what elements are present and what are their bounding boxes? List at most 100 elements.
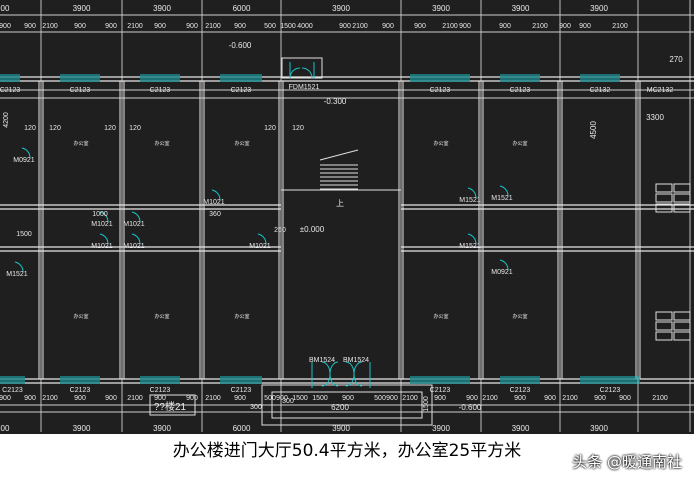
window-label-top: C2123 bbox=[231, 87, 252, 94]
bottom-axis-dim: 3900 bbox=[332, 424, 350, 433]
floor-plan-drawing: 3900390039006000390039003900390039003900… bbox=[0, 0, 694, 434]
window-label-bottom: C2123 bbox=[600, 387, 621, 394]
bottom-sub-dim: 900 bbox=[105, 395, 117, 402]
door-label: M1521 bbox=[491, 195, 513, 202]
bottom-sub-dim: 900 bbox=[342, 395, 354, 402]
right-dim: 4500 bbox=[589, 121, 598, 139]
top-sub-dim: 900 bbox=[24, 23, 36, 30]
top-axis-dim: 6000 bbox=[233, 4, 251, 13]
room-label: 办公室 bbox=[433, 140, 448, 147]
top-sub-dim: 900 bbox=[559, 23, 571, 30]
bottom-door-label: BM1524 bbox=[343, 357, 369, 364]
right-dim: 270 bbox=[669, 55, 683, 64]
stair-break bbox=[319, 149, 359, 161]
level-mark: -0.300 bbox=[324, 97, 347, 106]
top-sub-dim: 2100 bbox=[612, 23, 628, 30]
door-swing-icon bbox=[257, 233, 267, 245]
top-sub-dim: 900 bbox=[154, 23, 166, 30]
top-sub-dim: 900 bbox=[382, 23, 394, 30]
bottom-sub-dim: 2100 bbox=[482, 395, 498, 402]
top-axis-dim: 3900 bbox=[512, 4, 530, 13]
bottom-sub-dim: 900 bbox=[466, 395, 478, 402]
entrance-steps bbox=[261, 384, 433, 426]
furniture bbox=[673, 331, 691, 341]
furniture bbox=[673, 311, 691, 321]
window-label-top: C2123 bbox=[70, 87, 91, 94]
top-axis-dim: 3900 bbox=[332, 4, 350, 13]
bottom-door-label: BM1524 bbox=[309, 357, 335, 364]
wall-dim: 120 bbox=[264, 125, 276, 132]
top-axis-dim: 3900 bbox=[432, 4, 450, 13]
bottom-sub-dim: 900 bbox=[514, 395, 526, 402]
wall-dim: 1500 bbox=[16, 231, 32, 238]
door-label: M1021 bbox=[249, 243, 271, 250]
step-dim: 300 bbox=[282, 398, 294, 405]
door-swing-icon bbox=[467, 233, 477, 245]
bottom-sub-dim: 2100 bbox=[652, 395, 668, 402]
furniture bbox=[655, 311, 673, 321]
top-sub-dim: 500 bbox=[264, 23, 276, 30]
bottom-sub-dim: 1500 bbox=[312, 395, 328, 402]
top-axis-dim: 3900 bbox=[153, 4, 171, 13]
door-swing-icon bbox=[21, 147, 31, 159]
window-label-bottom: C2123 bbox=[430, 387, 451, 394]
window-label-bottom: C2123 bbox=[231, 387, 252, 394]
bottom-axis-dim: 3900 bbox=[73, 424, 91, 433]
bottom-sub-dim: 2100 bbox=[562, 395, 578, 402]
top-sub-dim: 2100 bbox=[352, 23, 368, 30]
bottom-sub-dim: 900 bbox=[234, 395, 246, 402]
wall-dim: 120 bbox=[49, 125, 61, 132]
top-sub-dim: 4000 bbox=[297, 23, 313, 30]
bottom-sub-dim: 2100 bbox=[205, 395, 221, 402]
entrance-steps bbox=[271, 391, 423, 419]
door-swing-icon bbox=[131, 211, 141, 223]
door-swing-icon bbox=[14, 261, 24, 273]
bottom-sub-dim: 2100 bbox=[127, 395, 143, 402]
furniture bbox=[655, 193, 673, 203]
door-label: M1021 bbox=[123, 221, 145, 228]
furniture bbox=[673, 183, 691, 193]
window-label-bottom: C2123 bbox=[70, 387, 91, 394]
furniture bbox=[655, 183, 673, 193]
top-sub-dim: 900 bbox=[414, 23, 426, 30]
bottom-sub-dim: 500 bbox=[374, 395, 386, 402]
top-sub-dim: 900 bbox=[579, 23, 591, 30]
door-label: M1021 bbox=[91, 243, 113, 250]
bottom-sub-dim: 2100 bbox=[42, 395, 58, 402]
entrance-door-icon bbox=[289, 62, 315, 79]
caption: 办公楼进门大厅50.4平方米，办公室25平方米 bbox=[172, 441, 522, 461]
label-box bbox=[149, 394, 196, 416]
bottom-sub-dim: 900 bbox=[619, 395, 631, 402]
top-sub-dim: 900 bbox=[74, 23, 86, 30]
door-swing-icon bbox=[211, 189, 221, 201]
door-swing-icon bbox=[99, 211, 109, 223]
door-label: M0921 bbox=[491, 269, 513, 276]
room-label: 办公室 bbox=[512, 313, 527, 320]
top-axis-dim: 3900 bbox=[0, 4, 10, 13]
top-sub-dim: 900 bbox=[105, 23, 117, 30]
wall-dim: 120 bbox=[129, 125, 141, 132]
level-mark: -0.600 bbox=[459, 403, 482, 412]
window-label-bottom: C2123 bbox=[2, 387, 23, 394]
furniture bbox=[673, 193, 691, 203]
wall-dim: 260 bbox=[274, 227, 286, 234]
bottom-sub-dim: 900 bbox=[154, 395, 166, 402]
entrance-porch bbox=[281, 57, 323, 79]
furniture bbox=[673, 203, 691, 213]
door-swing-icon bbox=[499, 259, 509, 271]
door-swing-icon bbox=[467, 187, 477, 199]
top-sub-dim: 900 bbox=[499, 23, 511, 30]
room-label: 办公室 bbox=[154, 140, 169, 147]
room-label: 办公室 bbox=[154, 313, 169, 320]
bottom-sub-dim: 900 bbox=[186, 395, 198, 402]
furniture bbox=[655, 203, 673, 213]
top-sub-dim: 2100 bbox=[127, 23, 143, 30]
bottom-sub-dim: 900 bbox=[594, 395, 606, 402]
door-swing-icon bbox=[99, 233, 109, 245]
window-label-top: C2123 bbox=[510, 87, 531, 94]
bottom-sub-dim: 900 bbox=[24, 395, 36, 402]
door-label: M0921 bbox=[13, 157, 35, 164]
level-mark: ±0.000 bbox=[300, 225, 325, 234]
entrance-door-label: FDM1521 bbox=[289, 84, 320, 91]
